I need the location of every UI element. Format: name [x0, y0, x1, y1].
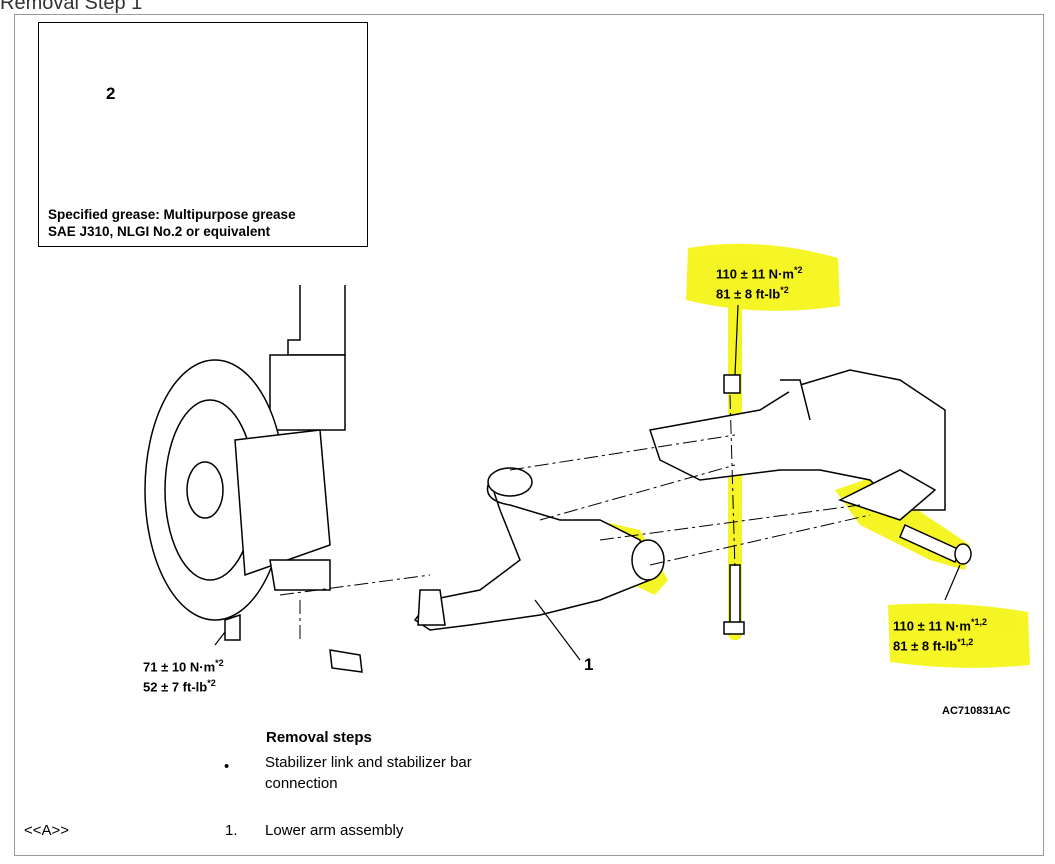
torque-upper-ftlb-note: *2	[780, 285, 789, 296]
torque-upper-ftlb: 81 ± 8 ft-lb	[716, 286, 781, 302]
page-title: Removal Step 1	[0, 0, 143, 14]
torque-right-nm: 110 ± 11 N·m	[893, 618, 971, 634]
callout-2: 2	[106, 84, 116, 103]
grease-spec-note: Specified grease: Multipurpose grease SA…	[48, 206, 296, 240]
torque-right-ftlb: 81 ± 8 ft-lb	[893, 638, 958, 654]
torque-right-nm-note: *1,2	[970, 617, 987, 627]
leader-lines	[214, 304, 961, 661]
grease-inset	[38, 22, 368, 247]
torque-spec-left: 71 ± 10 N·m*2 52 ± 7 ft-lb*2	[143, 655, 224, 696]
highlight-upper-torque	[686, 243, 840, 311]
alignment-lines	[279, 394, 871, 640]
step-lower-arm: Lower arm assembly	[265, 822, 404, 839]
crossmember-drawing	[649, 369, 946, 521]
torque-upper-nm-note: *2	[793, 265, 803, 275]
highlight-right-torque	[888, 603, 1030, 668]
reference-mark: <<A>>	[24, 822, 70, 839]
bolt-drawings	[723, 374, 972, 635]
torque-left-nm-note: *2	[215, 658, 224, 668]
torque-left-ftlb: 52 ± 7 ft-lb	[143, 679, 208, 695]
figure-code: AC710831AC	[942, 705, 1011, 717]
step-stabilizer-link: Stabilizer link and stabilizer bar conne…	[265, 754, 472, 792]
figure-frame	[14, 14, 1044, 856]
removal-steps-title: Removal steps	[266, 729, 372, 746]
lower-arm-drawing	[413, 467, 665, 631]
callout-1: 1	[584, 655, 594, 674]
step-bullet: •	[224, 758, 230, 775]
step-number: 1.	[225, 822, 238, 839]
torque-right-ftlb-note: *1,2	[957, 637, 974, 648]
torque-left-nm: 71 ± 10 N·m	[143, 659, 216, 675]
torque-spec-right: 110 ± 11 N·m*1,2 81 ± 8 ft-lb*1,2	[893, 614, 987, 655]
torque-spec-upper: 110 ± 11 N·m*2 81 ± 8 ft-lb*2	[716, 262, 802, 303]
torque-left-ftlb-note: *2	[207, 678, 216, 689]
strut-rotor-drawing	[144, 285, 363, 673]
torque-upper-nm: 110 ± 11 N·m	[716, 266, 794, 282]
grease-spec-line-2: SAE J310, NLGI No.2 or equivalent	[48, 224, 271, 239]
grease-spec-line-1: Specified grease: Multipurpose grease	[48, 207, 296, 222]
